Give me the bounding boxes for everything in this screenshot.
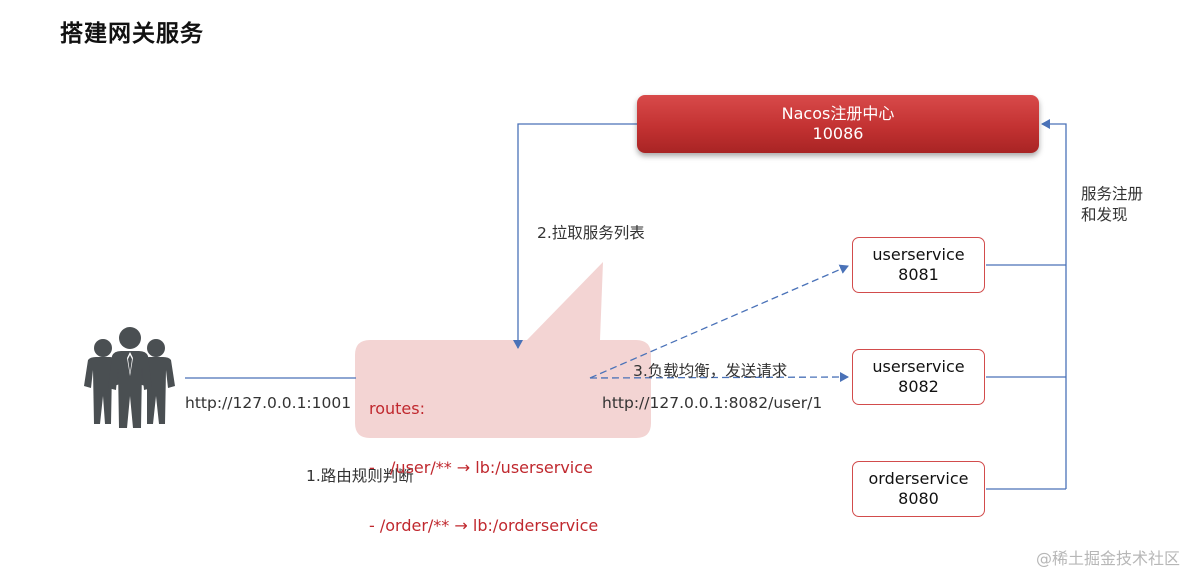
routes-header: routes: xyxy=(369,399,425,418)
nacos-registry-box: Nacos注册中心 10086 xyxy=(637,95,1039,153)
route-rule-user: - /user/** → lb:/userservice xyxy=(369,457,593,477)
lb-arrow-8081 xyxy=(589,264,849,379)
service-name: userservice xyxy=(872,357,965,376)
service-port: 8080 xyxy=(898,489,939,508)
service-box-orderservice-8080: orderservice 8080 xyxy=(852,461,985,517)
service-name: orderservice xyxy=(868,469,969,488)
service-port: 8082 xyxy=(898,377,939,396)
register-label-line2: 和发现 xyxy=(1081,206,1128,224)
target-url-label: http://127.0.0.1:8082/user/1 xyxy=(602,394,823,412)
service-port: 8081 xyxy=(898,265,939,284)
routes-bubble xyxy=(355,262,651,438)
nacos-port: 10086 xyxy=(812,124,864,143)
route-rule-order: - /order/** → lb:/orderservice xyxy=(369,516,599,535)
people-group-icon xyxy=(84,327,175,428)
nacos-name: Nacos注册中心 xyxy=(781,104,895,123)
lb-arrow-8082 xyxy=(589,372,849,383)
service-name: userservice xyxy=(872,245,965,264)
register-arrow xyxy=(1041,119,1067,489)
register-discovery-label: 服务注册 和发现 xyxy=(1081,184,1143,226)
service-box-userservice-8082: userservice 8082 xyxy=(852,349,985,405)
pull-service-list-label: 2.拉取服务列表 xyxy=(537,224,645,242)
load-balance-label: 3.负载均衡，发送请求 xyxy=(633,362,788,380)
watermark: @稀土掘金技术社区 xyxy=(1035,549,1180,568)
client-url-label: http://127.0.0.1:1001 xyxy=(185,394,352,412)
page-title: 搭建网关服务 xyxy=(60,21,204,47)
service-box-userservice-8081: userservice 8081 xyxy=(852,237,985,293)
pull-arrow xyxy=(513,123,637,349)
routes-config: routes: - /user/** → lb:/userservice - /… xyxy=(369,360,598,555)
route-judge-label: 1.路由规则判断 xyxy=(306,467,414,485)
register-label-line1: 服务注册 xyxy=(1081,185,1144,203)
